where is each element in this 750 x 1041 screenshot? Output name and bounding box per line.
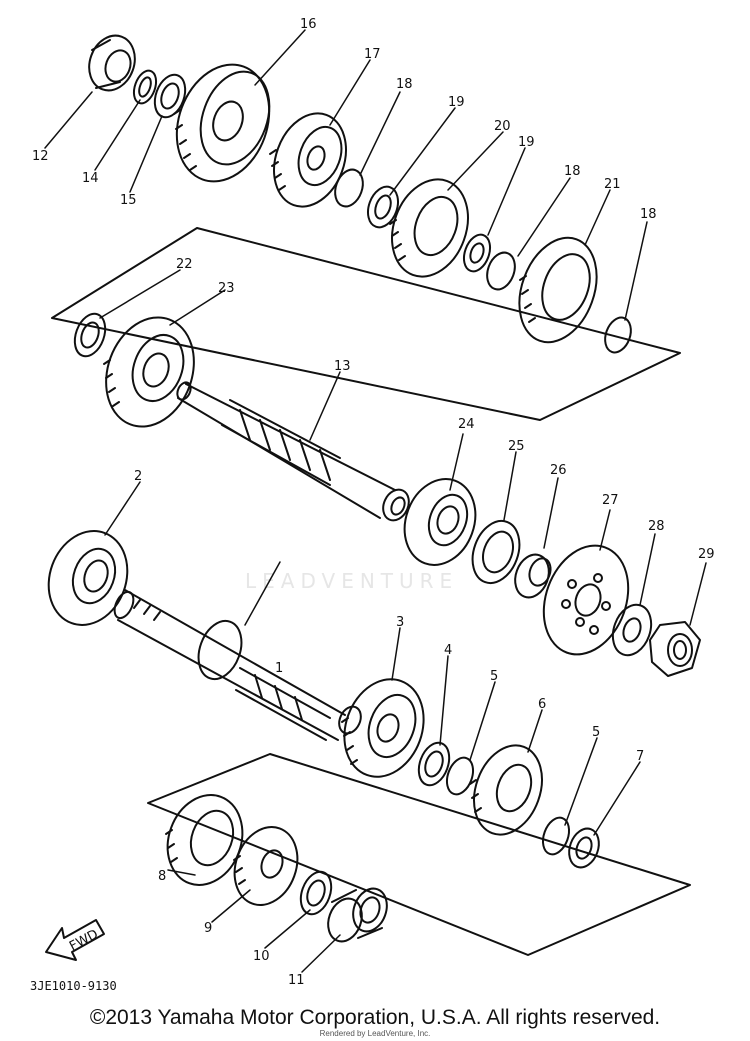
part-27-drive-sprocket[interactable] [529,534,642,667]
watermark-text: LEADVENTURE [245,569,458,593]
callout-9: 9 [204,921,212,936]
part-5-circlip[interactable] [538,814,574,858]
callout-10: 10 [253,949,270,964]
callout-5b: 5 [592,725,600,740]
part-12-bearing[interactable] [82,29,142,97]
callout-2: 2 [134,469,142,484]
part-2-bearing[interactable] [36,520,140,636]
callout-17: 17 [364,47,381,62]
callout-6: 6 [538,697,546,712]
callout-19b: 19 [518,135,535,150]
part-22-washer[interactable] [69,310,110,361]
copyright-text: ©2013 Yamaha Motor Corporation, U.S.A. A… [89,1006,661,1029]
part-13-main-axle[interactable] [175,380,414,524]
callout-13: 13 [334,359,351,374]
callout-12: 12 [32,149,49,164]
part-18-circlip[interactable] [482,249,519,294]
lower-group-frame [147,753,691,956]
upper-group-frame [51,227,681,421]
part-26-collar[interactable] [509,550,554,602]
drawing-code: 3JE1010-9130 [30,979,117,993]
part-19-washer[interactable] [459,231,495,275]
fwd-arrow-icon: FWD [45,919,105,961]
rendered-by-text: Rendered by LeadVenture, Inc. [319,1029,431,1038]
callout-27: 27 [602,493,619,508]
callout-24: 24 [458,417,475,432]
part-19-washer[interactable] [363,182,404,231]
part-25-oil-seal[interactable] [464,514,527,589]
callout-18a: 18 [396,77,413,92]
callout-22: 22 [176,257,193,272]
part-23-gear[interactable] [91,305,208,439]
part-17-gear[interactable] [262,103,359,216]
callout-18c: 18 [640,207,657,222]
callout-26: 26 [550,463,567,478]
callout-21: 21 [604,177,621,192]
callout-25: 25 [508,439,525,454]
callout-20: 20 [494,119,511,134]
callout-29: 29 [698,547,715,562]
part-16-gear[interactable] [161,52,285,195]
leader-lines [44,29,707,973]
callout-16: 16 [300,17,317,32]
callout-1: 1 [275,661,283,676]
callout-15: 15 [120,193,137,208]
callout-19a: 19 [448,95,465,110]
part-3-gear[interactable] [331,668,437,788]
part-10-washer[interactable] [295,868,336,919]
callout-18b: 18 [564,164,581,179]
callout-14: 14 [82,171,99,186]
part-24-bearing[interactable] [393,469,487,575]
part-4-washer[interactable] [413,739,454,790]
part-28-lock-washer[interactable] [606,599,658,660]
part-6-gear[interactable] [462,736,554,844]
callout-5a: 5 [490,669,498,684]
callout-7: 7 [636,749,644,764]
part-9-gear[interactable] [224,818,308,914]
callout-11: 11 [288,973,305,988]
part-20-gear[interactable] [379,169,481,288]
part-11-collar[interactable] [322,884,392,946]
part-14-washer[interactable] [130,68,160,107]
part-7-washer[interactable] [564,824,604,871]
callout-23: 23 [218,281,235,296]
part-5-circlip[interactable] [442,754,478,798]
part-29-nut[interactable] [649,621,701,677]
part-21-gear[interactable] [506,227,611,353]
callout-4: 4 [444,643,452,658]
callout-labels: 1 2 3 4 5 5 6 7 8 9 10 11 12 13 14 15 16… [32,17,715,988]
part-18-circlip[interactable] [330,166,367,211]
callout-28: 28 [648,519,665,534]
part-1-main-axle[interactable] [111,589,365,741]
callout-3: 3 [396,615,404,630]
part-18-circlip[interactable] [601,314,636,356]
callout-8: 8 [158,869,166,884]
